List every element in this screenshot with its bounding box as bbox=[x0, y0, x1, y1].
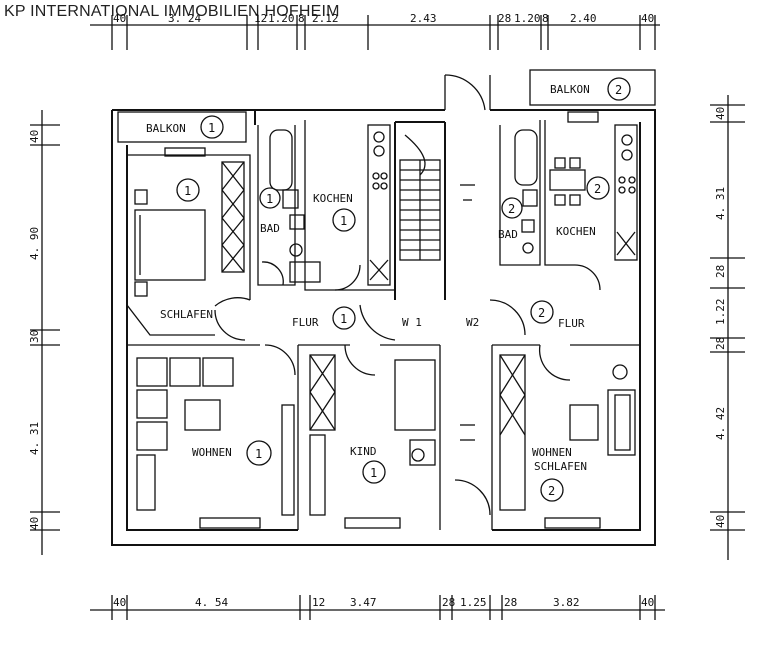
unit-mark-kind: 1 bbox=[370, 466, 377, 480]
flur-walls bbox=[127, 299, 640, 530]
bad-2 bbox=[499, 120, 541, 266]
dim-right-3: 28 bbox=[714, 265, 727, 278]
balkon-1-label: BALKON bbox=[146, 122, 186, 135]
dim-right-5: 28 bbox=[714, 337, 727, 350]
bad-1-label: BAD bbox=[260, 222, 280, 235]
dim-left-1: 40 bbox=[28, 130, 41, 143]
schlafen-label: SCHLAFEN bbox=[160, 308, 213, 321]
dim-left-2: 4. 90 bbox=[28, 227, 41, 260]
unit-markers bbox=[176, 77, 631, 502]
dim-bottom-3: 12 bbox=[312, 596, 325, 609]
dim-top-12: 40 bbox=[641, 12, 654, 25]
dim-right-2: 4. 31 bbox=[714, 187, 727, 220]
kind-1 bbox=[309, 354, 436, 529]
dimension-line-left bbox=[30, 110, 60, 555]
unit-mark-balkon-1: 1 bbox=[208, 121, 215, 135]
schlafen-room bbox=[126, 147, 251, 336]
bad-1 bbox=[257, 125, 321, 286]
dim-right-1: 40 bbox=[714, 107, 727, 120]
unit-mark-balkon-2: 2 bbox=[615, 83, 622, 97]
wohnung-2-label: W2 bbox=[466, 316, 479, 329]
flur-2-label: FLUR bbox=[558, 317, 585, 330]
balkon-2-label: BALKON bbox=[550, 83, 590, 96]
dim-top-10: 8 bbox=[542, 12, 549, 25]
dim-right-7: 40 bbox=[714, 515, 727, 528]
dim-top-7: 2.43 bbox=[410, 12, 437, 25]
kochen-2-label: KOCHEN bbox=[556, 225, 596, 238]
flur-1-label: FLUR bbox=[292, 316, 319, 329]
wohnen-1 bbox=[136, 357, 295, 529]
unit-mark-bad-1: 1 bbox=[266, 192, 273, 206]
dim-top-11: 2.40 bbox=[570, 12, 597, 25]
dim-left-3: 30 bbox=[28, 330, 41, 343]
dim-top-5: 8 bbox=[298, 12, 305, 25]
unit-mark-wohnen-1: 1 bbox=[255, 447, 262, 461]
balkon-2 bbox=[529, 69, 656, 106]
dim-bottom-2: 4. 54 bbox=[195, 596, 228, 609]
dim-right-4: 1.22 bbox=[714, 299, 727, 326]
wohnung-1-label: W 1 bbox=[402, 316, 422, 329]
dim-bottom-9: 40 bbox=[641, 596, 654, 609]
dim-top-2: 3. 24 bbox=[168, 12, 201, 25]
bad-2-label: BAD bbox=[498, 228, 518, 241]
outer-walls bbox=[111, 109, 656, 546]
unit-mark-wohnen-schlafen: 2 bbox=[548, 484, 555, 498]
wohnen-1-label: WOHNEN bbox=[192, 446, 232, 459]
dim-bottom-4: 3.47 bbox=[350, 596, 377, 609]
dim-bottom-1: 40 bbox=[113, 596, 126, 609]
dim-left-5: 40 bbox=[28, 517, 41, 530]
balkon-1 bbox=[117, 111, 247, 143]
wohnen-schlafen-label-line-2: SCHLAFEN bbox=[534, 460, 587, 473]
dim-left-4: 4. 31 bbox=[28, 422, 41, 455]
unit-mark-bad-2: 2 bbox=[508, 202, 515, 216]
stairwell bbox=[399, 74, 491, 516]
wohnen-schlafen-label-line-1: WOHNEN bbox=[532, 446, 572, 459]
dim-bottom-7: 28 bbox=[504, 596, 517, 609]
unit-mark-kochen-1: 1 bbox=[340, 214, 347, 228]
unit-mark-flur-2: 2 bbox=[538, 306, 545, 320]
dim-top-1: 40 bbox=[113, 12, 126, 25]
unit-mark-schlafen: 1 bbox=[184, 184, 191, 198]
unit-mark-kochen-2: 2 bbox=[594, 182, 601, 196]
kochen-1 bbox=[304, 120, 395, 291]
dimension-line-bottom bbox=[90, 595, 665, 620]
agency-header: KP INTERNATIONAL IMMOBILIEN HOFHEIM bbox=[4, 3, 340, 20]
dim-top-8: 28 bbox=[498, 12, 511, 25]
dimension-line-top bbox=[90, 15, 660, 50]
dim-top-4: 1.20 bbox=[268, 12, 295, 25]
dim-top-3: 12 bbox=[254, 12, 267, 25]
kind-label: KIND bbox=[350, 445, 377, 458]
dim-top-6: 2.12 bbox=[312, 12, 339, 25]
dim-bottom-5: 28 bbox=[442, 596, 455, 609]
dim-top-9: 1.20 bbox=[514, 12, 541, 25]
dim-bottom-8: 3.82 bbox=[553, 596, 580, 609]
wohnen-schlafen-2 bbox=[499, 354, 636, 529]
dim-bottom-6: 1.25 bbox=[460, 596, 487, 609]
dim-right-6: 4. 42 bbox=[714, 407, 727, 440]
kochen-2 bbox=[544, 111, 638, 291]
dimension-line-right bbox=[710, 95, 745, 560]
unit-mark-flur-1: 1 bbox=[340, 312, 347, 326]
kochen-1-label: KOCHEN bbox=[313, 192, 353, 205]
